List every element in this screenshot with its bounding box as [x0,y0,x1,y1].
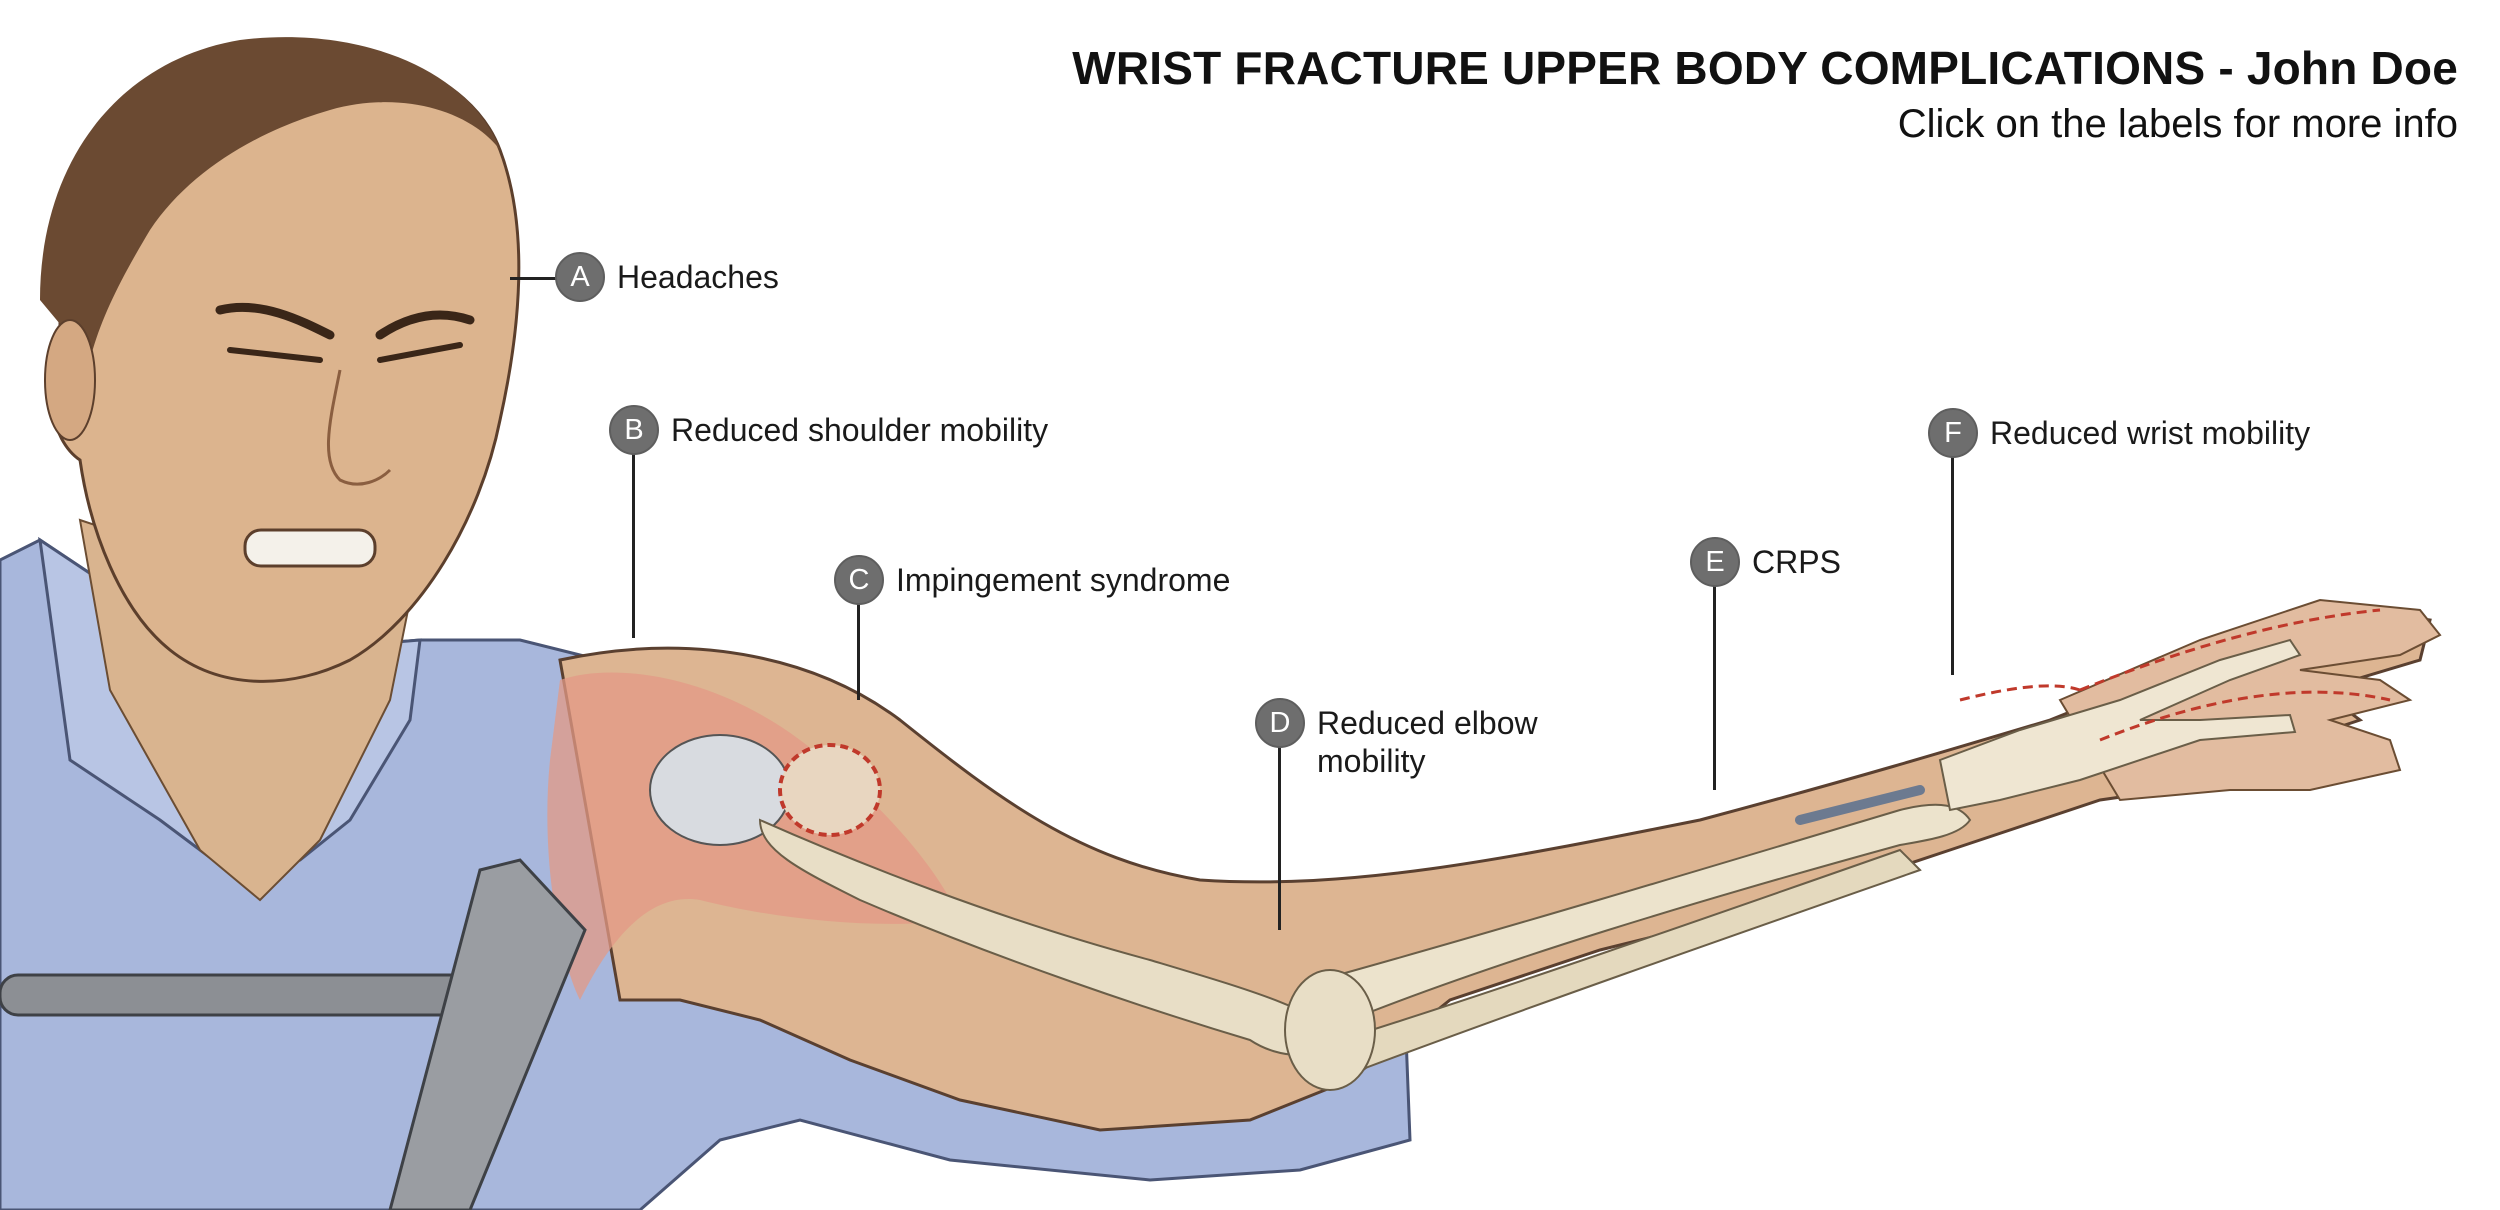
label-crps[interactable]: E CRPS [1690,537,1841,587]
eyebrows [215,302,475,340]
label-badge-e[interactable]: E [1690,537,1740,587]
leader-line-b [632,448,635,638]
elbow-joint [1284,969,1376,1091]
fracture-plate [1795,785,1925,825]
label-reduced-shoulder-mobility[interactable]: B Reduced shoulder mobility [609,405,1048,455]
label-text-a[interactable]: Headaches [617,259,779,295]
forearm-bones-2 [1338,848,1922,1072]
label-text-d[interactable]: Reduced elbow mobility [1317,705,1538,779]
label-badge-a[interactable]: A [555,252,605,302]
label-reduced-wrist-mobility[interactable]: F Reduced wrist mobility [1928,408,2310,458]
label-headaches[interactable]: A Headaches [555,252,779,302]
teeth [243,528,377,568]
metal-bar [0,973,502,1017]
finger-inflammation [1959,608,2391,742]
title-block: WRIST FRACTURE UPPER BODY COMPLICATIONS … [1072,42,2458,147]
nose [327,369,392,486]
leader-line-e [1713,585,1716,790]
forearm-bones [1318,803,1972,1022]
eyes [227,342,463,363]
label-badge-b[interactable]: B [609,405,659,455]
label-badge-c[interactable]: C [834,555,884,605]
label-text-f[interactable]: Reduced wrist mobility [1990,415,2311,451]
label-impingement-syndrome[interactable]: C Impingement syndrome [834,555,1230,605]
ear [44,319,96,441]
leader-line-f [1951,455,1954,675]
hand-bones [1938,638,2302,812]
leader-line-c [857,600,860,700]
page-subtitle: Click on the labels for more info [1897,101,2458,146]
metal-post [388,858,587,1210]
label-badge-f[interactable]: F [1928,408,1978,458]
arm [558,608,2432,1132]
page-title: WRIST FRACTURE UPPER BODY COMPLICATIONS … [1072,42,2458,94]
label-reduced-elbow-mobility[interactable]: D Reduced elbow mobility [1255,698,1567,780]
hair [40,37,500,360]
label-text-e[interactable]: CRPS [1752,544,1841,580]
label-text-c[interactable]: Impingement syndrome [896,562,1231,598]
leader-line-d [1278,745,1281,930]
label-badge-d[interactable]: D [1255,698,1305,748]
label-text-b[interactable]: Reduced shoulder mobility [671,412,1049,448]
impingement-area [778,743,882,837]
leader-line-a [510,277,558,280]
